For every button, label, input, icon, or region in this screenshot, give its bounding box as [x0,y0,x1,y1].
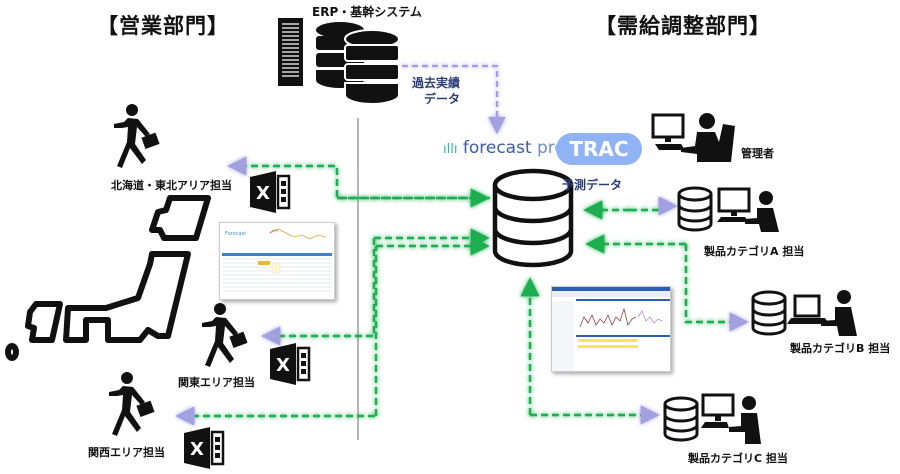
forecast-database-icon [492,168,574,268]
kanto-rep-walking-person-icon [202,303,248,367]
app-preview-graphic [552,287,670,371]
kansai-rep-walking-person-icon [109,372,155,436]
erp-database-icon [316,22,400,105]
hokkaido-rep-label: 北海道・東北アリア担当 [111,179,232,192]
svg-text:Forecast: Forecast [225,231,246,237]
sales-department-title: 【営業部門】 [97,14,229,38]
history-data-flow [402,64,506,135]
flow-kansai-in [375,245,485,416]
kanto-rep-label: 関東エリア担当 [178,376,255,389]
hokkaido-rep-walking-person-icon [114,104,160,168]
flow-kanto [261,238,376,346]
kansai-rep-excel-icon: X [184,427,225,469]
cat-c-person-db-icon [663,393,761,444]
cat-a-label: 製品カテゴリA 担当 [704,245,805,258]
excel-report-thumbnail: Forecast [219,222,335,300]
erp-label: ERP・基幹システム [312,5,422,19]
supply-demand-department-title: 【需給調整部門】 [595,14,771,38]
history-data-label-1: 過去実績 [412,76,461,90]
admin-person-at-computer-icon [651,113,735,162]
forecast-pro-brand: forecast [462,138,532,158]
cat-c-label: 製品カテゴリC 担当 [688,452,788,465]
forecast-pro-logo: ıllı forecast pro® [443,138,572,158]
forecast-pro-bars-icon: ıllı [443,142,458,157]
trac-badge: TRAC [556,133,642,165]
svg-text:X: X [276,355,290,376]
history-data-label-2: データ [424,92,461,106]
hokkaido-rep-excel-icon: X [250,171,291,213]
flow-cat-a [630,196,678,216]
forecast-pro-app-thumbnail [551,286,671,372]
cat-a-person-db-icon [677,186,779,232]
cat-b-person-db-icon [751,290,857,336]
japan-map-icon [5,195,211,361]
flow-hokkaido [227,156,490,200]
svg-text:X: X [190,439,204,460]
kanto-rep-excel-icon: X [270,343,311,385]
erp-server-icon [278,18,303,86]
flow-cat-b [684,244,749,332]
kansai-rep-label: 関西エリア担当 [88,446,165,459]
cat-b-label: 製品カテゴリB 担当 [790,342,891,355]
report-preview-graphic: Forecast [222,228,332,292]
forecast-data-label: 予測データ [562,178,623,192]
admin-label: 管理者 [741,147,774,160]
svg-text:X: X [256,183,270,204]
